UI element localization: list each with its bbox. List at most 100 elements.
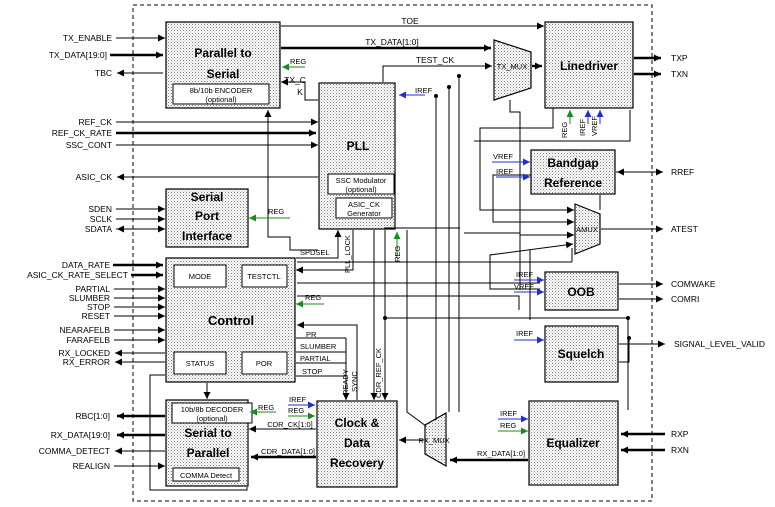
signal-slumber: SLUMBER (300, 342, 337, 351)
linedriver-title: Linedriver (560, 59, 618, 73)
testctl-label: TESTCTL (247, 272, 280, 281)
amux-label: AMUX (576, 225, 598, 234)
eq-iref-label: IREF (500, 409, 518, 418)
signal-rx-data-1-0: RX_DATA[1:0] (477, 449, 525, 458)
cdr-title-1: Clock & (335, 416, 380, 430)
pin-stop: STOP (87, 302, 110, 312)
pin-txp: TXP (671, 53, 688, 63)
eq-reg-label: REG (500, 421, 516, 430)
pin-ref-ck-rate: REF_CK_RATE (52, 128, 113, 138)
signal-sync: SYNC (350, 371, 359, 392)
s2p-reg-label: REG (258, 403, 274, 412)
cdr-title-3: Recovery (330, 456, 384, 470)
control-block: MODE TESTCTL Control STATUS POR (165, 257, 296, 383)
pin-rx-error: RX_ERROR (63, 357, 110, 367)
ld-reg-label: REG (560, 122, 569, 138)
signal-cdr-data: CDR_DATA[1:0] (261, 447, 315, 456)
ld-iref-label: IREF (578, 118, 587, 136)
signal-spdsel: SPDSEL (300, 248, 330, 257)
tx-mux: TX_MUX (493, 39, 532, 101)
rx-mux-label: RX_MUX (418, 436, 449, 445)
amux: AMUX (574, 203, 601, 255)
pin-sclk: SCLK (90, 214, 113, 224)
bandgap-reference-block: Bandgap Reference (530, 149, 616, 195)
squelch-block: Squelch (544, 325, 619, 383)
spi-reg-label: REG (268, 207, 284, 216)
serial-port-interface-block: Serial Port Interface (165, 188, 249, 248)
signal-cdr-ck: CDR_CK[1:0] (267, 420, 312, 429)
pin-asic-ck-rate-select: ASIC_CK_RATE_SELECT (27, 270, 128, 280)
pin-rxp: RXP (671, 429, 689, 439)
p2s-reg-label: REG (290, 57, 306, 66)
signal-tx-ck-2: K (297, 87, 303, 97)
pll-iref-label: IREF (415, 86, 433, 95)
encoder-optional: (optional) (205, 95, 237, 104)
signal-stop: STOP (302, 367, 322, 376)
pin-nearafelb: NEARAFELB (59, 325, 110, 335)
decoder-optional: (optional) (196, 414, 228, 423)
pin-tx-data: TX_DATA[19:0] (49, 50, 107, 60)
chip-boundary (132, 4, 653, 502)
pin-comma-detect: COMMA_DETECT (39, 446, 110, 456)
oob-iref-label: IREF (516, 270, 534, 279)
p2s-title-2: Serial (207, 67, 240, 81)
bg-iref-label: IREF (496, 167, 514, 176)
signal-pll-lock: PLL_LOCK (343, 235, 352, 273)
control-title: Control (208, 313, 254, 328)
pin-comwake: COMWAKE (671, 279, 716, 289)
s2p-title-1: Serial to (184, 426, 231, 440)
pin-farafelb: FARAFELB (67, 335, 111, 345)
tx-mux-label: TX_MUX (497, 62, 527, 71)
pin-realign: REALIGN (73, 461, 110, 471)
pin-rref: RREF (671, 167, 694, 177)
signal-tx-data-1-0: TX_DATA[1:0] (365, 37, 419, 47)
pin-txn: TXN (671, 69, 688, 79)
pin-signal-level-valid: SIGNAL_LEVEL_VALID (674, 339, 765, 349)
signal-partial: PARTIAL (300, 354, 331, 363)
mode-label: MODE (189, 272, 212, 281)
pin-reset: RESET (82, 311, 110, 321)
signal-tx-ck-1: TX_C (284, 75, 306, 85)
equalizer-title: Equalizer (546, 436, 600, 450)
clock-data-recovery-block: Clock & Data Recovery (316, 400, 398, 488)
pin-rbc: RBC[1:0] (76, 411, 111, 421)
signal-pr: PR (306, 330, 317, 339)
decoder-label: 10b/8b DECODER (181, 405, 244, 414)
p2s-title-1: Parallel to (194, 46, 251, 60)
pin-rx-data: RX_DATA[19:0] (51, 430, 110, 440)
spi-title-3: Interface (182, 229, 232, 243)
signal-toe: TOE (401, 16, 419, 26)
right-pins: TXP TXN RREF ATEST COMWAKE COMRI SIGNAL_… (601, 53, 765, 455)
por-label: POR (256, 359, 273, 368)
pin-rxn: RXN (671, 445, 689, 455)
asic-ck-gen-label-2: Generator (347, 209, 381, 218)
control-reg-label: REG (305, 293, 321, 302)
status-label: STATUS (186, 359, 214, 368)
pin-tx-enable: TX_ENABLE (63, 33, 112, 43)
spi-title-1: Serial (191, 190, 224, 204)
equalizer-block: Equalizer (528, 400, 619, 486)
signal-ready: READY (341, 369, 350, 395)
parallel-to-serial-block: Parallel to Serial 8b/10b ENCODER (optio… (165, 21, 281, 109)
pin-slumber: SLUMBER (69, 293, 110, 303)
cdr-title-2: Data (344, 436, 370, 450)
signal-test-ck: TEST_CK (416, 55, 455, 65)
oob-title: OOB (567, 285, 595, 299)
squelch-iref-label: IREF (516, 329, 534, 338)
pin-sdata: SDATA (85, 224, 112, 234)
pin-rx-locked: RX_LOCKED (59, 348, 111, 358)
bandgap-title-2: Reference (544, 176, 602, 190)
s2p-title-2: Parallel (187, 446, 230, 460)
bg-vref-label: VREF (493, 152, 513, 161)
internal-wiring: TOE TX_DATA[1:0] TEST_CK TX_C K REG IREF… (149, 16, 631, 491)
oob-vref-label: VREF (514, 282, 534, 291)
pin-sden: SDEN (88, 204, 112, 214)
asic-ck-gen-label-1: ASIC_CK (348, 200, 380, 209)
signal-cdr-ref-ck: CDR_REF_CK (374, 348, 383, 398)
serial-to-parallel-block: 10b/8b DECODER (optional) Serial to Para… (165, 399, 253, 487)
encoder-label: 8b/10b ENCODER (190, 86, 253, 95)
pin-atest: ATEST (671, 224, 698, 234)
ssc-modulator-label: SSC Modulator (336, 176, 387, 185)
squelch-title: Squelch (558, 347, 605, 361)
